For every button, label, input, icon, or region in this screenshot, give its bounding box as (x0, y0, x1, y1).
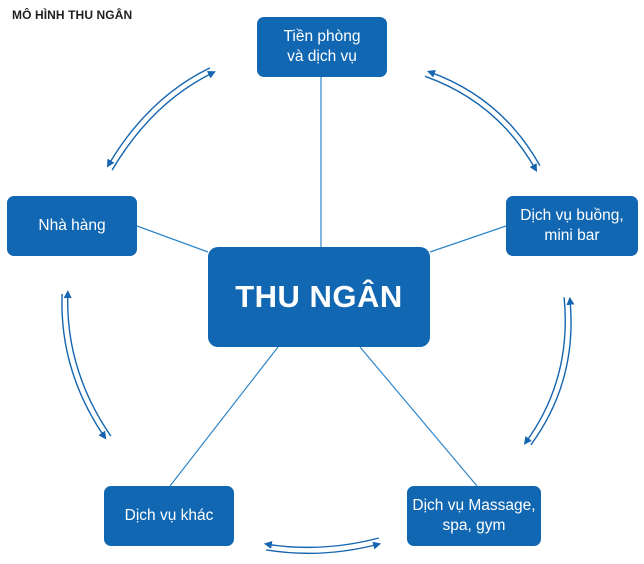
arrow-other-restaurant (61, 290, 112, 440)
node-housekeeping: Dịch vụ buồng, mini bar (506, 196, 638, 256)
connector-housekeeping (429, 225, 507, 253)
arrow-front-office-housekeeping-forward (424, 75, 538, 173)
node-spa: Dịch vụ Massage, spa, gym (407, 486, 541, 546)
arrow-spa-other-forward (263, 537, 380, 549)
arrow-restaurant-front-office-forward (111, 71, 216, 171)
arrow-restaurant-front-office-backward (106, 67, 211, 168)
arrow-other-restaurant-backward (61, 293, 107, 440)
diagram-title: MÔ HÌNH THU NGÂN (12, 8, 133, 22)
connector-spa (359, 346, 478, 487)
arrow-housekeeping-spa-forward (523, 297, 566, 445)
node-center-cashier: THU NGÂN (208, 247, 430, 347)
arrow-restaurant-front-office (106, 67, 216, 171)
arrow-spa-other (263, 537, 382, 555)
arrow-housekeeping-spa-backward (530, 296, 575, 446)
node-front-office: Tiền phòng và dịch vụ (257, 17, 387, 77)
arrow-front-office-housekeeping (424, 69, 541, 173)
arrow-other-restaurant-forward (63, 290, 112, 437)
node-restaurant: Nhà hàng (7, 196, 137, 256)
node-other: Dịch vụ khác (104, 486, 234, 546)
arrow-spa-other-backward (266, 541, 382, 555)
arrow-front-office-housekeeping-backward (427, 69, 541, 167)
arrow-housekeeping-spa (523, 296, 575, 446)
connector-other (169, 346, 279, 487)
connector-restaurant (136, 225, 209, 253)
